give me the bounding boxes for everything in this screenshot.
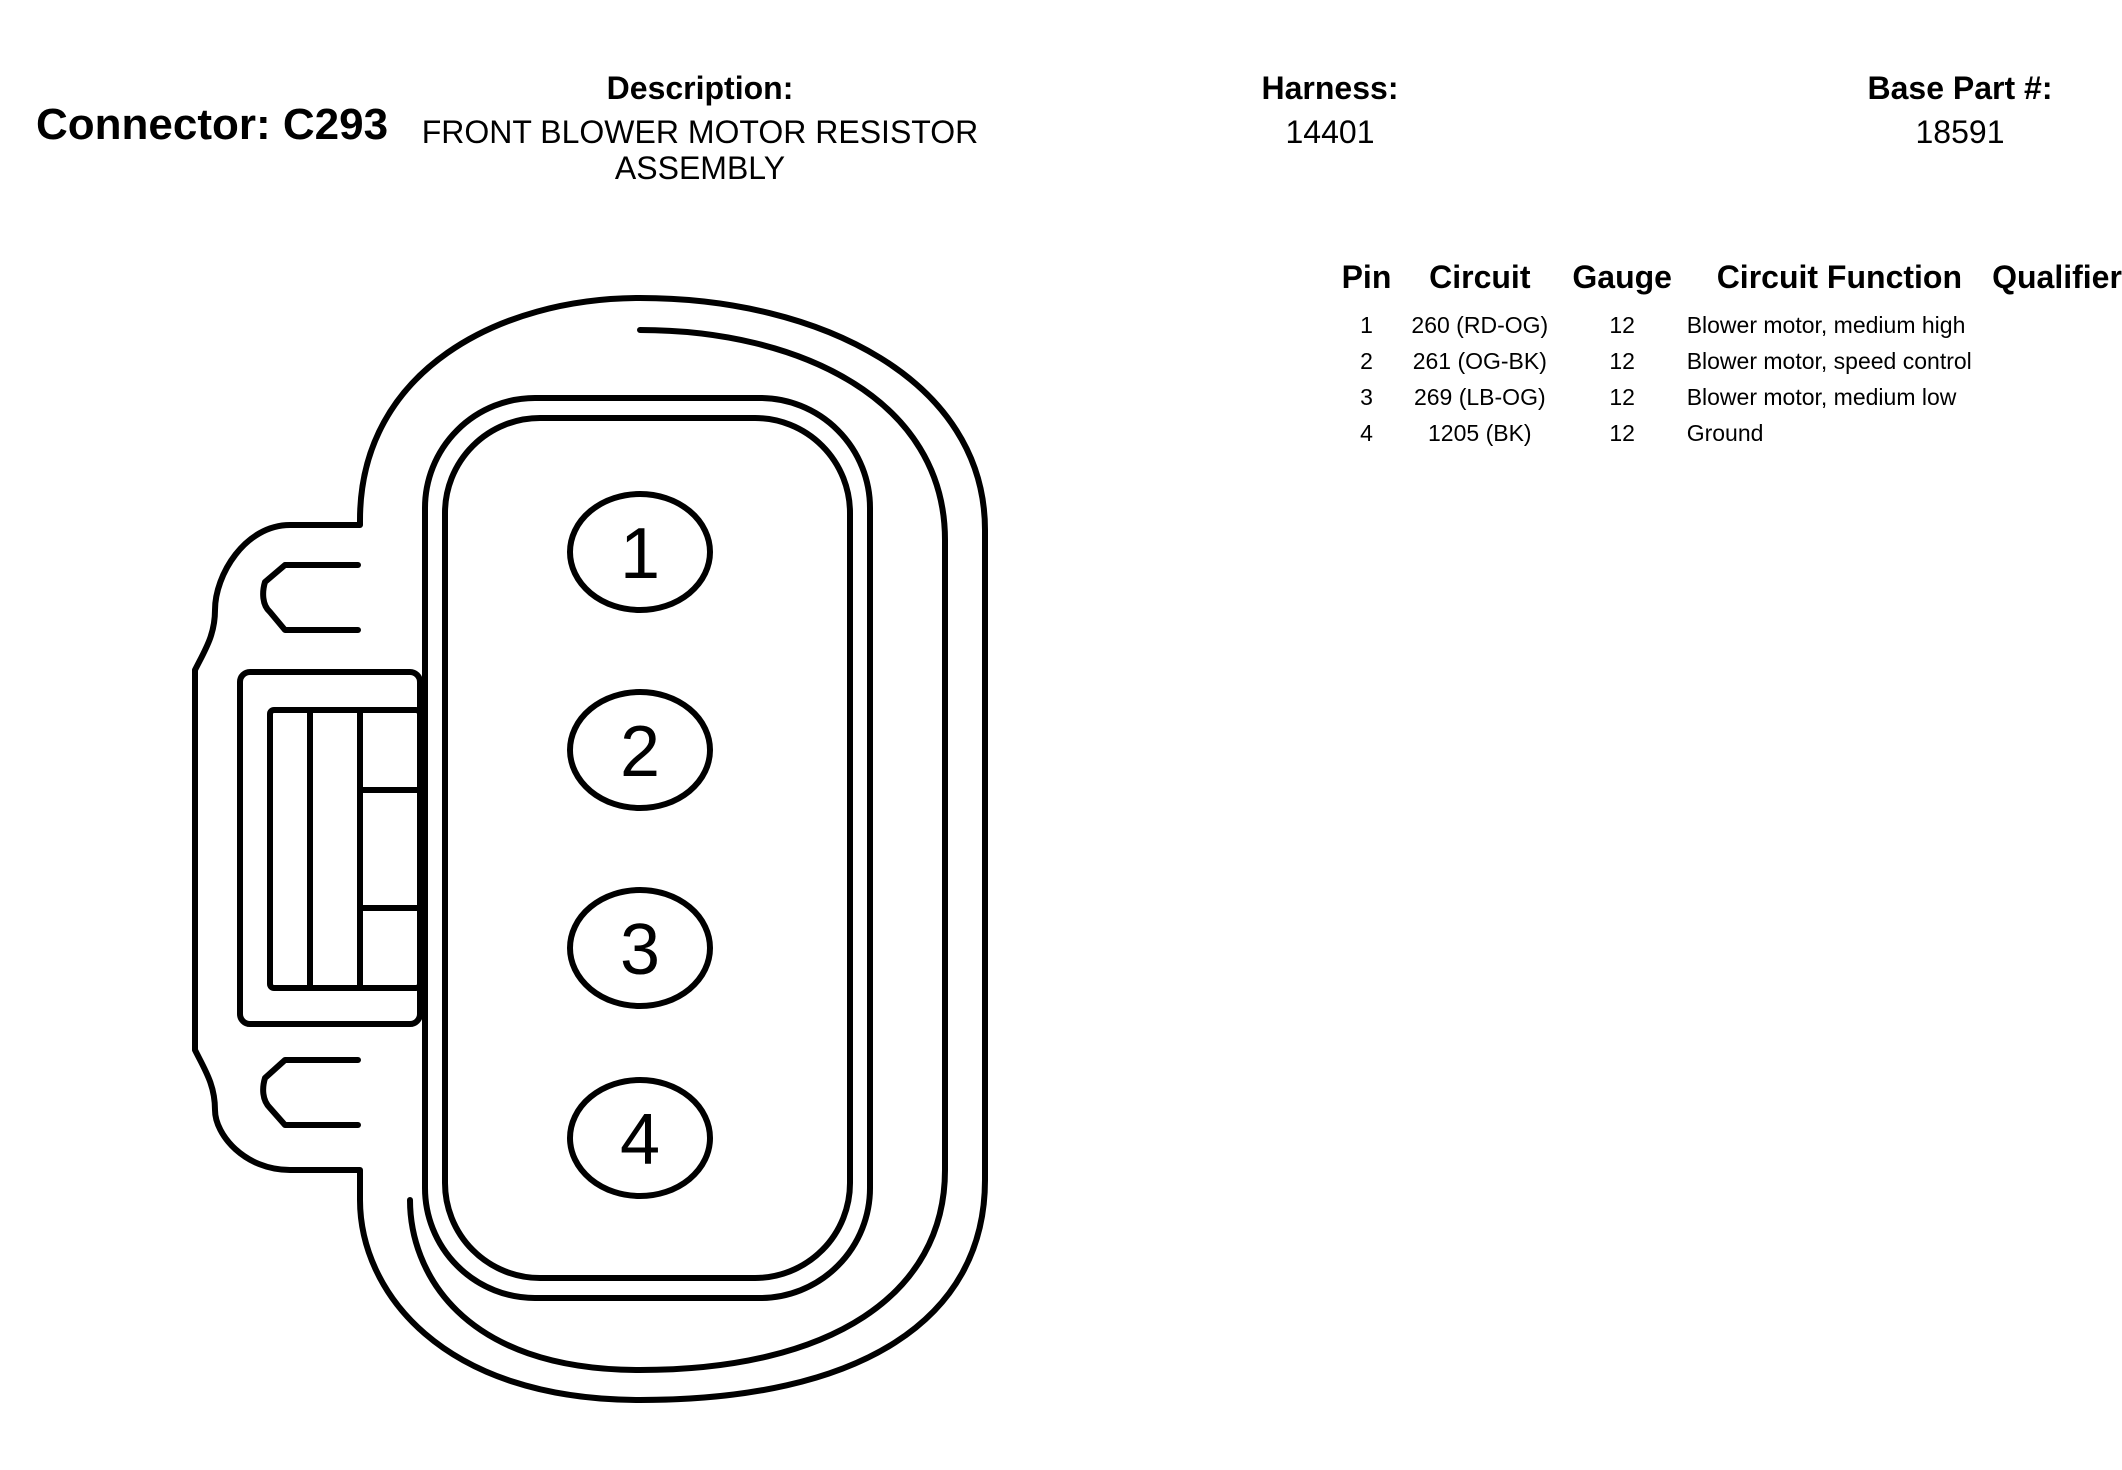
- connector-title: Connector: C293: [36, 100, 389, 149]
- cell-circuit: 269 (LB-OG): [1413, 384, 1546, 410]
- cell-function: Blower motor, speed control: [1686, 348, 1972, 374]
- harness-block: Harness: 14401: [1180, 68, 1480, 150]
- header-circuit: Circuit: [1429, 259, 1531, 295]
- base-part-label: Base Part #:: [1867, 70, 2053, 106]
- terminal-cavity-inner: [442, 415, 853, 1281]
- latch-arm: [260, 562, 361, 1128]
- cell-circuit: 1205 (BK): [1428, 420, 1532, 446]
- cell-qualifier: [1992, 343, 2122, 379]
- pin-1-label: 1: [620, 514, 660, 594]
- description-block: Description: FRONT BLOWER MOTOR RESISTOR…: [400, 68, 1000, 186]
- pin-3: 3: [567, 887, 713, 1009]
- terminal-cavity-outer: [422, 395, 873, 1301]
- pin-3-outline: [567, 887, 713, 1009]
- table-row: 3 269 (LB-OG) 12 Blower motor, medium lo…: [1335, 379, 2122, 415]
- header-qualifier: Qualifier: [1992, 259, 2122, 295]
- pin-2-outline: [567, 689, 713, 811]
- harness-label: Harness:: [1261, 70, 1399, 106]
- cell-gauge: 12: [1609, 348, 1635, 374]
- description-value: FRONT BLOWER MOTOR RESISTOR ASSEMBLY: [400, 114, 1000, 186]
- base-part-block: Base Part #: 18591: [1800, 68, 2120, 150]
- pin-3-label: 3: [620, 910, 660, 990]
- pin-2-label: 2: [620, 712, 660, 792]
- description-label: Description:: [606, 70, 794, 106]
- cell-function: Ground: [1686, 420, 1764, 446]
- table-row: 1 260 (RD-OG) 12 Blower motor, medium hi…: [1335, 307, 2122, 343]
- connector-face-diagram: 1 2 3 4: [192, 295, 988, 1403]
- cell-gauge: 12: [1609, 384, 1635, 410]
- description-line-1: FRONT BLOWER MOTOR RESISTOR: [421, 114, 979, 150]
- cell-pin: 4: [1360, 420, 1373, 446]
- pin-4: 4: [567, 1077, 713, 1199]
- connector-outer-shell: [192, 295, 988, 1403]
- cell-function: Blower motor, medium high: [1686, 312, 1966, 338]
- pin-4-label: 4: [620, 1100, 660, 1180]
- cell-circuit: 261 (OG-BK): [1412, 348, 1547, 374]
- header-pin: Pin: [1341, 259, 1392, 295]
- pin-table: Pin Circuit Gauge Circuit Function Quali…: [1335, 255, 2122, 451]
- cell-pin: 1: [1360, 312, 1373, 338]
- cell-qualifier: [1992, 379, 2122, 415]
- lock-tab-ribs: [307, 707, 423, 991]
- cell-gauge: 12: [1609, 312, 1635, 338]
- cell-qualifier: [1992, 307, 2122, 343]
- cell-circuit: 260 (RD-OG): [1411, 312, 1549, 338]
- table-row: 2 261 (OG-BK) 12 Blower motor, speed con…: [1335, 343, 2122, 379]
- header-gauge: Gauge: [1572, 259, 1672, 295]
- lock-tab-inner: [267, 707, 423, 991]
- pin-1-outline: [567, 491, 713, 613]
- table-row: 4 1205 (BK) 12 Ground: [1335, 415, 2122, 451]
- harness-value: 14401: [1285, 114, 1375, 150]
- cell-qualifier: [1992, 415, 2122, 451]
- cell-pin: 2: [1360, 348, 1373, 374]
- cell-function: Blower motor, medium low: [1686, 384, 1957, 410]
- connector-inner-shell: [407, 327, 948, 1373]
- pin-4-outline: [567, 1077, 713, 1199]
- pin-1: 1: [567, 491, 713, 613]
- table-header-row: Pin Circuit Gauge Circuit Function Quali…: [1335, 255, 2122, 307]
- cell-pin: 3: [1360, 384, 1373, 410]
- base-part-value: 18591: [1915, 114, 2005, 150]
- cell-gauge: 12: [1609, 420, 1635, 446]
- header-circuit-function: Circuit Function: [1716, 259, 1962, 295]
- pin-2: 2: [567, 689, 713, 811]
- description-line-2: ASSEMBLY: [614, 150, 786, 186]
